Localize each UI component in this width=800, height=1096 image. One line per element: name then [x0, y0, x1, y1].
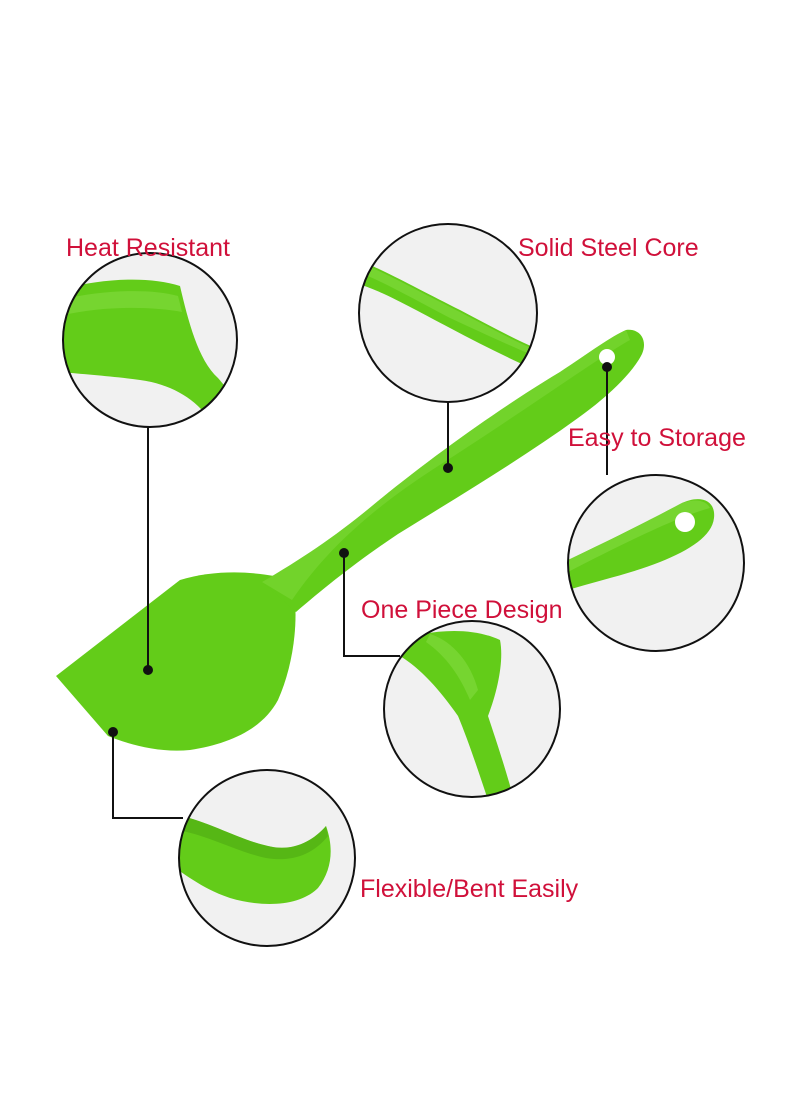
label-easy-to-storage: Easy to Storage — [568, 424, 746, 452]
dot-heat-resistant — [143, 665, 153, 675]
detail-circle-heat-resistant — [62, 252, 238, 428]
hang-hole — [599, 349, 615, 365]
dot-easy-to-storage — [602, 362, 612, 372]
detail-circle-easy-to-storage — [567, 474, 745, 652]
detail-circle-solid-steel-core — [358, 223, 538, 403]
detail-circle-flexible — [178, 769, 356, 947]
dot-solid-steel-core — [443, 463, 453, 473]
label-solid-steel-core: Solid Steel Core — [518, 234, 699, 262]
label-heat-resistant: Heat Resistant — [66, 234, 230, 262]
label-one-piece-design: One Piece Design — [361, 596, 563, 624]
dot-one-piece-design — [339, 548, 349, 558]
dot-flexible — [108, 727, 118, 737]
connector-lines — [112, 367, 608, 819]
spatula-handle — [262, 329, 645, 612]
detail-circle-one-piece-design — [383, 620, 561, 798]
spatula-main — [56, 329, 645, 751]
label-flexible-bent-easily: Flexible/Bent Easily — [360, 875, 579, 903]
connector-dots — [108, 362, 612, 737]
spatula-head — [56, 572, 296, 751]
